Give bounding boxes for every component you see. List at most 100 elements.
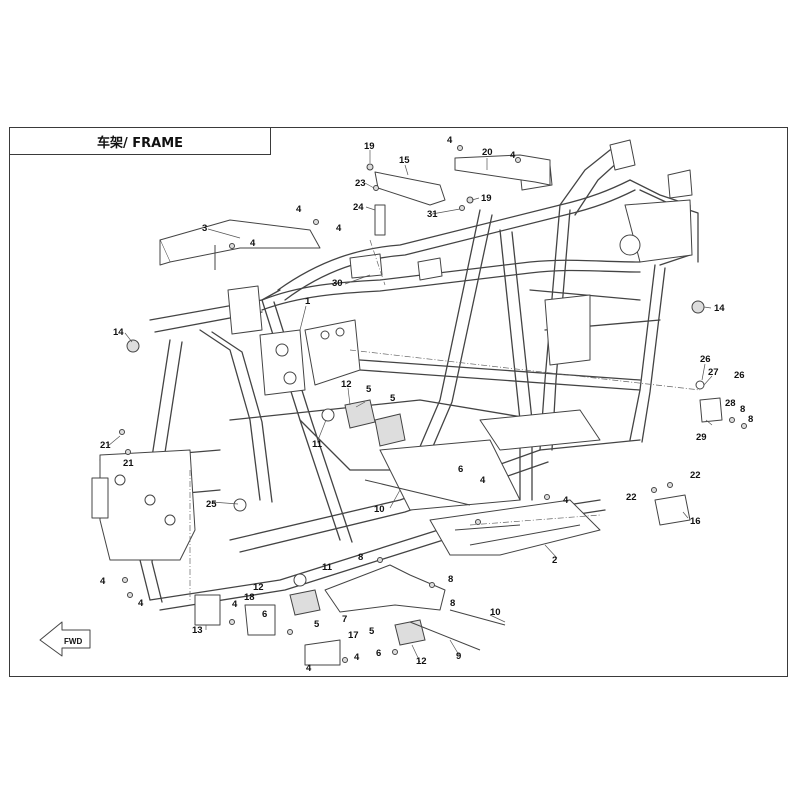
fwd-arrow: FWD <box>39 621 91 657</box>
callout-4: 4 <box>447 135 453 146</box>
part-3-rack-bracket <box>159 219 321 263</box>
page-title: 车架/ FRAME <box>96 135 184 151</box>
frame-front-loop-3 <box>199 329 261 501</box>
part-20-rear-rail <box>454 154 551 186</box>
part-13-bracket <box>194 594 221 626</box>
front-plate-hole <box>144 494 156 506</box>
callout-9: 9 <box>456 651 461 662</box>
title-box: 车架/ FRAME <box>9 127 271 155</box>
callout-18: 18 <box>244 592 255 603</box>
callout-26: 26 <box>734 370 745 381</box>
seat-tab-2 <box>417 257 443 281</box>
front-plate-hole <box>164 514 176 526</box>
part-27-bolt-head <box>695 380 705 390</box>
frame-top-rail-right <box>277 179 631 291</box>
bolt-4 <box>313 219 319 225</box>
part-14-nut <box>126 339 140 353</box>
frame-top-rail-left-b <box>261 269 641 311</box>
callout-8: 8 <box>740 404 745 415</box>
callout-4: 4 <box>336 223 342 234</box>
callout-10: 10 <box>374 504 385 515</box>
callout-24: 24 <box>353 202 364 213</box>
callout-6: 6 <box>376 648 381 659</box>
callout-19: 19 <box>481 193 492 204</box>
frame-brackets <box>91 139 693 561</box>
bolt-4 <box>229 619 235 625</box>
frame-center-down-2 <box>421 214 493 473</box>
frame-top-rail-right-b <box>284 189 636 301</box>
callout-15: 15 <box>399 155 410 166</box>
bolt-4 <box>342 657 348 663</box>
callout-4: 4 <box>100 576 106 587</box>
bolt-6 <box>287 629 293 635</box>
callout-10: 10 <box>490 607 501 618</box>
part-24-tab <box>374 204 386 236</box>
callout-14: 14 <box>113 327 124 338</box>
front-bumper-mount <box>91 477 109 519</box>
assembly-line <box>369 239 386 286</box>
callout-12: 12 <box>253 582 264 593</box>
bolt-8 <box>741 423 747 429</box>
part-2-skid-rail-b <box>454 524 581 546</box>
bolt-22 <box>667 482 673 488</box>
callout-1: 1 <box>305 296 311 307</box>
part-16-bracket <box>654 494 691 526</box>
part-10-bolt <box>364 479 471 506</box>
callout-30: 30 <box>332 278 343 289</box>
callout-28: 28 <box>725 398 736 409</box>
callout-3: 3 <box>202 223 207 234</box>
part-11-washer <box>321 408 335 422</box>
callout-8: 8 <box>748 414 753 425</box>
frame-rear-upright-4 <box>641 267 666 443</box>
callout-22: 22 <box>626 492 637 503</box>
bolt-8 <box>377 557 383 563</box>
callout-8: 8 <box>450 598 455 609</box>
part-10-bolt <box>449 609 506 626</box>
bracket-hole <box>335 327 345 337</box>
callout-2: 2 <box>552 555 557 566</box>
callout-21: 21 <box>123 458 134 469</box>
callout-14: 14 <box>714 303 725 314</box>
callout-4: 4 <box>250 238 256 249</box>
seat-tab <box>349 253 383 279</box>
callout-4: 4 <box>510 150 516 161</box>
fasteners <box>119 145 747 663</box>
bolt-22 <box>651 487 657 493</box>
callout-21: 21 <box>100 440 111 451</box>
part-15-bracket <box>374 171 446 206</box>
bolt-19 <box>366 163 374 171</box>
part-5-mount-d <box>394 619 426 646</box>
bolt-21 <box>119 429 125 435</box>
part-5-mount-a <box>344 399 376 429</box>
callout-4: 4 <box>296 204 302 215</box>
callout-11: 11 <box>322 562 333 573</box>
callout-5: 5 <box>314 619 320 630</box>
leader-lines <box>107 150 713 663</box>
callout-4: 4 <box>232 599 238 610</box>
callout-12: 12 <box>416 656 427 667</box>
callout-16: 16 <box>690 516 701 527</box>
part-9-bolt <box>409 621 481 651</box>
frame-rear-upright-3 <box>629 264 656 441</box>
frame-center-down-4 <box>511 231 533 501</box>
bolt-6 <box>392 649 398 655</box>
frame-seat-rail-3 <box>229 399 541 421</box>
gusset-hole <box>283 371 297 385</box>
callout-5: 5 <box>390 393 396 404</box>
steering-bracket <box>227 285 263 335</box>
bolt-8 <box>729 417 735 423</box>
frame-center-down-1 <box>409 209 481 471</box>
callout-4: 4 <box>306 663 312 674</box>
frame-front-loop-4 <box>211 331 273 503</box>
frame-seat-rail-1 <box>359 359 641 381</box>
callout-4: 4 <box>354 652 360 663</box>
callout-4: 4 <box>480 475 486 486</box>
callout-26: 26 <box>700 354 711 365</box>
bolt-23 <box>373 185 379 191</box>
gusset-hole <box>275 343 289 357</box>
frame-top-rail-left <box>261 259 641 301</box>
callout-25: 25 <box>206 499 217 510</box>
bumper-stop <box>609 139 636 171</box>
part-3-rack-leg <box>159 240 216 270</box>
